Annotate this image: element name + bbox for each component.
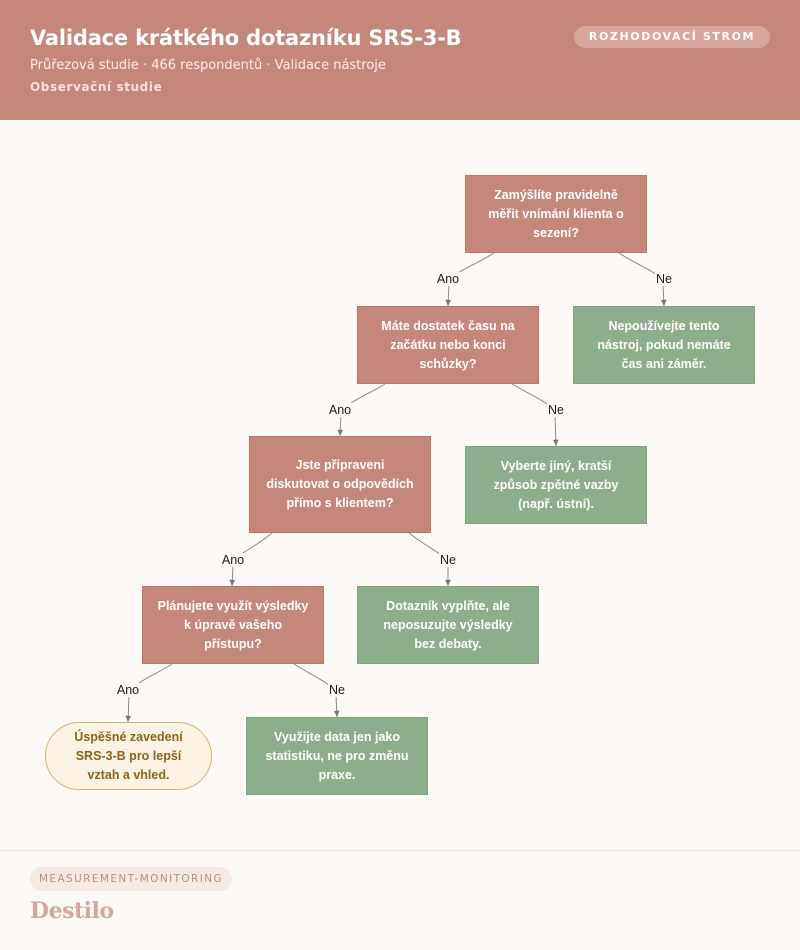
page-title: Validace krátkého dotazníku SRS-3-B	[30, 26, 462, 50]
footer-divider	[0, 850, 800, 851]
diagram-type-badge: ROZHODOVACÍ STROM	[574, 26, 770, 48]
edge-label-q3-ne: Ne	[439, 553, 457, 567]
edge-label-q2-ano: Ano	[327, 403, 353, 417]
node-q4: Plánujete využít výsledky k úpravě vašeh…	[142, 586, 324, 664]
node-q3: Jste připraveni diskutovat o odpovědích …	[249, 436, 431, 533]
study-type-label: Observační studie	[30, 80, 163, 94]
node-q2: Máte dostatek času na začátku nebo konci…	[357, 306, 539, 384]
edge-label-q2-ne: Ne	[547, 403, 565, 417]
node-a3: Dotazník vyplňte, ale neposuzujte výsled…	[357, 586, 539, 664]
node-t1: Úspěšné zavedení SRS-3-B pro lepší vztah…	[45, 722, 212, 790]
node-a2: Vyberte jiný, kratší způsob zpětné vazby…	[465, 446, 647, 524]
edge-layer	[125, 252, 667, 723]
page-subtitle: Průřezová studie · 466 respondentů · Val…	[30, 58, 386, 73]
edge-label-q3-ano: Ano	[220, 553, 246, 567]
decision-tree: Zamýšlíte pravidelně měřit vnímání klien…	[0, 120, 800, 850]
edge-label-q4-ne: Ne	[328, 683, 346, 697]
header-banner: Validace krátkého dotazníku SRS-3-B Průř…	[0, 0, 800, 120]
node-q1: Zamýšlíte pravidelně měřit vnímání klien…	[465, 175, 647, 253]
edge-label-q4-ano: Ano	[115, 683, 141, 697]
category-tag: MEASUREMENT-MONITORING	[30, 867, 232, 891]
node-a4: Využijte data jen jako statistiku, ne pr…	[246, 717, 428, 795]
node-a1: Nepoužívejte tento nástroj, pokud nemáte…	[573, 306, 755, 384]
edge-label-q1-ne: Ne	[655, 272, 673, 286]
brand-logo: Destilo	[30, 898, 114, 924]
edge-label-q1-ano: Ano	[435, 272, 461, 286]
